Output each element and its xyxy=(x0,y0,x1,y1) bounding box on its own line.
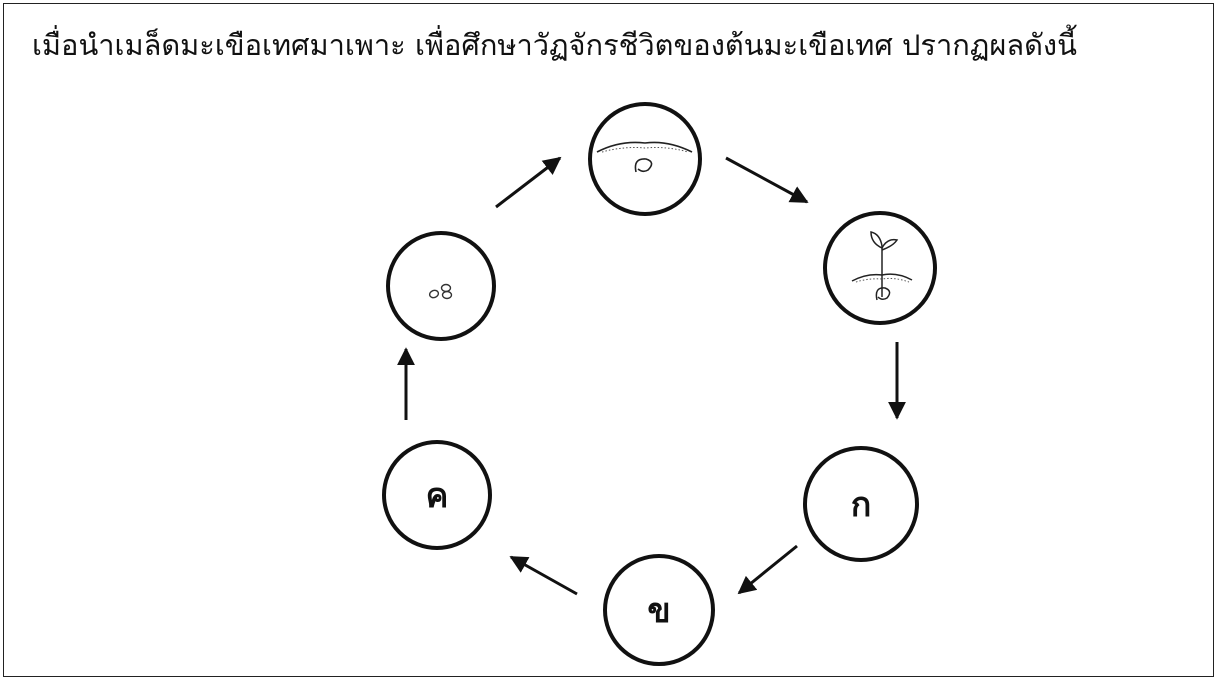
seed-in-soil-icon xyxy=(596,141,693,173)
stage-circle-germinating-seed xyxy=(588,102,702,216)
stage-circle-c: ค xyxy=(382,440,492,550)
arrow-a-to-b xyxy=(737,544,798,595)
stage-label-c: ค xyxy=(426,476,449,516)
stage-label-b: ข xyxy=(647,591,670,631)
stage-circle-seedling xyxy=(823,211,937,325)
seedling-icon xyxy=(851,231,913,301)
stage-circle-b: ข xyxy=(603,554,715,666)
arrow-b-to-c xyxy=(509,555,578,596)
question-text: เมื่อนำเมล็ดมะเขือเทศมาเพาะ เพื่อศึกษาวั… xyxy=(32,28,1077,62)
question-frame xyxy=(3,3,1214,677)
stage-circle-a: ก xyxy=(803,446,919,562)
seeds-icon xyxy=(428,283,453,300)
stage-circle-seeds xyxy=(386,231,496,341)
stage-label-a: ก xyxy=(851,485,872,525)
arrow-seeds-to-germinating xyxy=(495,156,562,209)
arrow-germinating-to-seedling xyxy=(725,156,809,204)
